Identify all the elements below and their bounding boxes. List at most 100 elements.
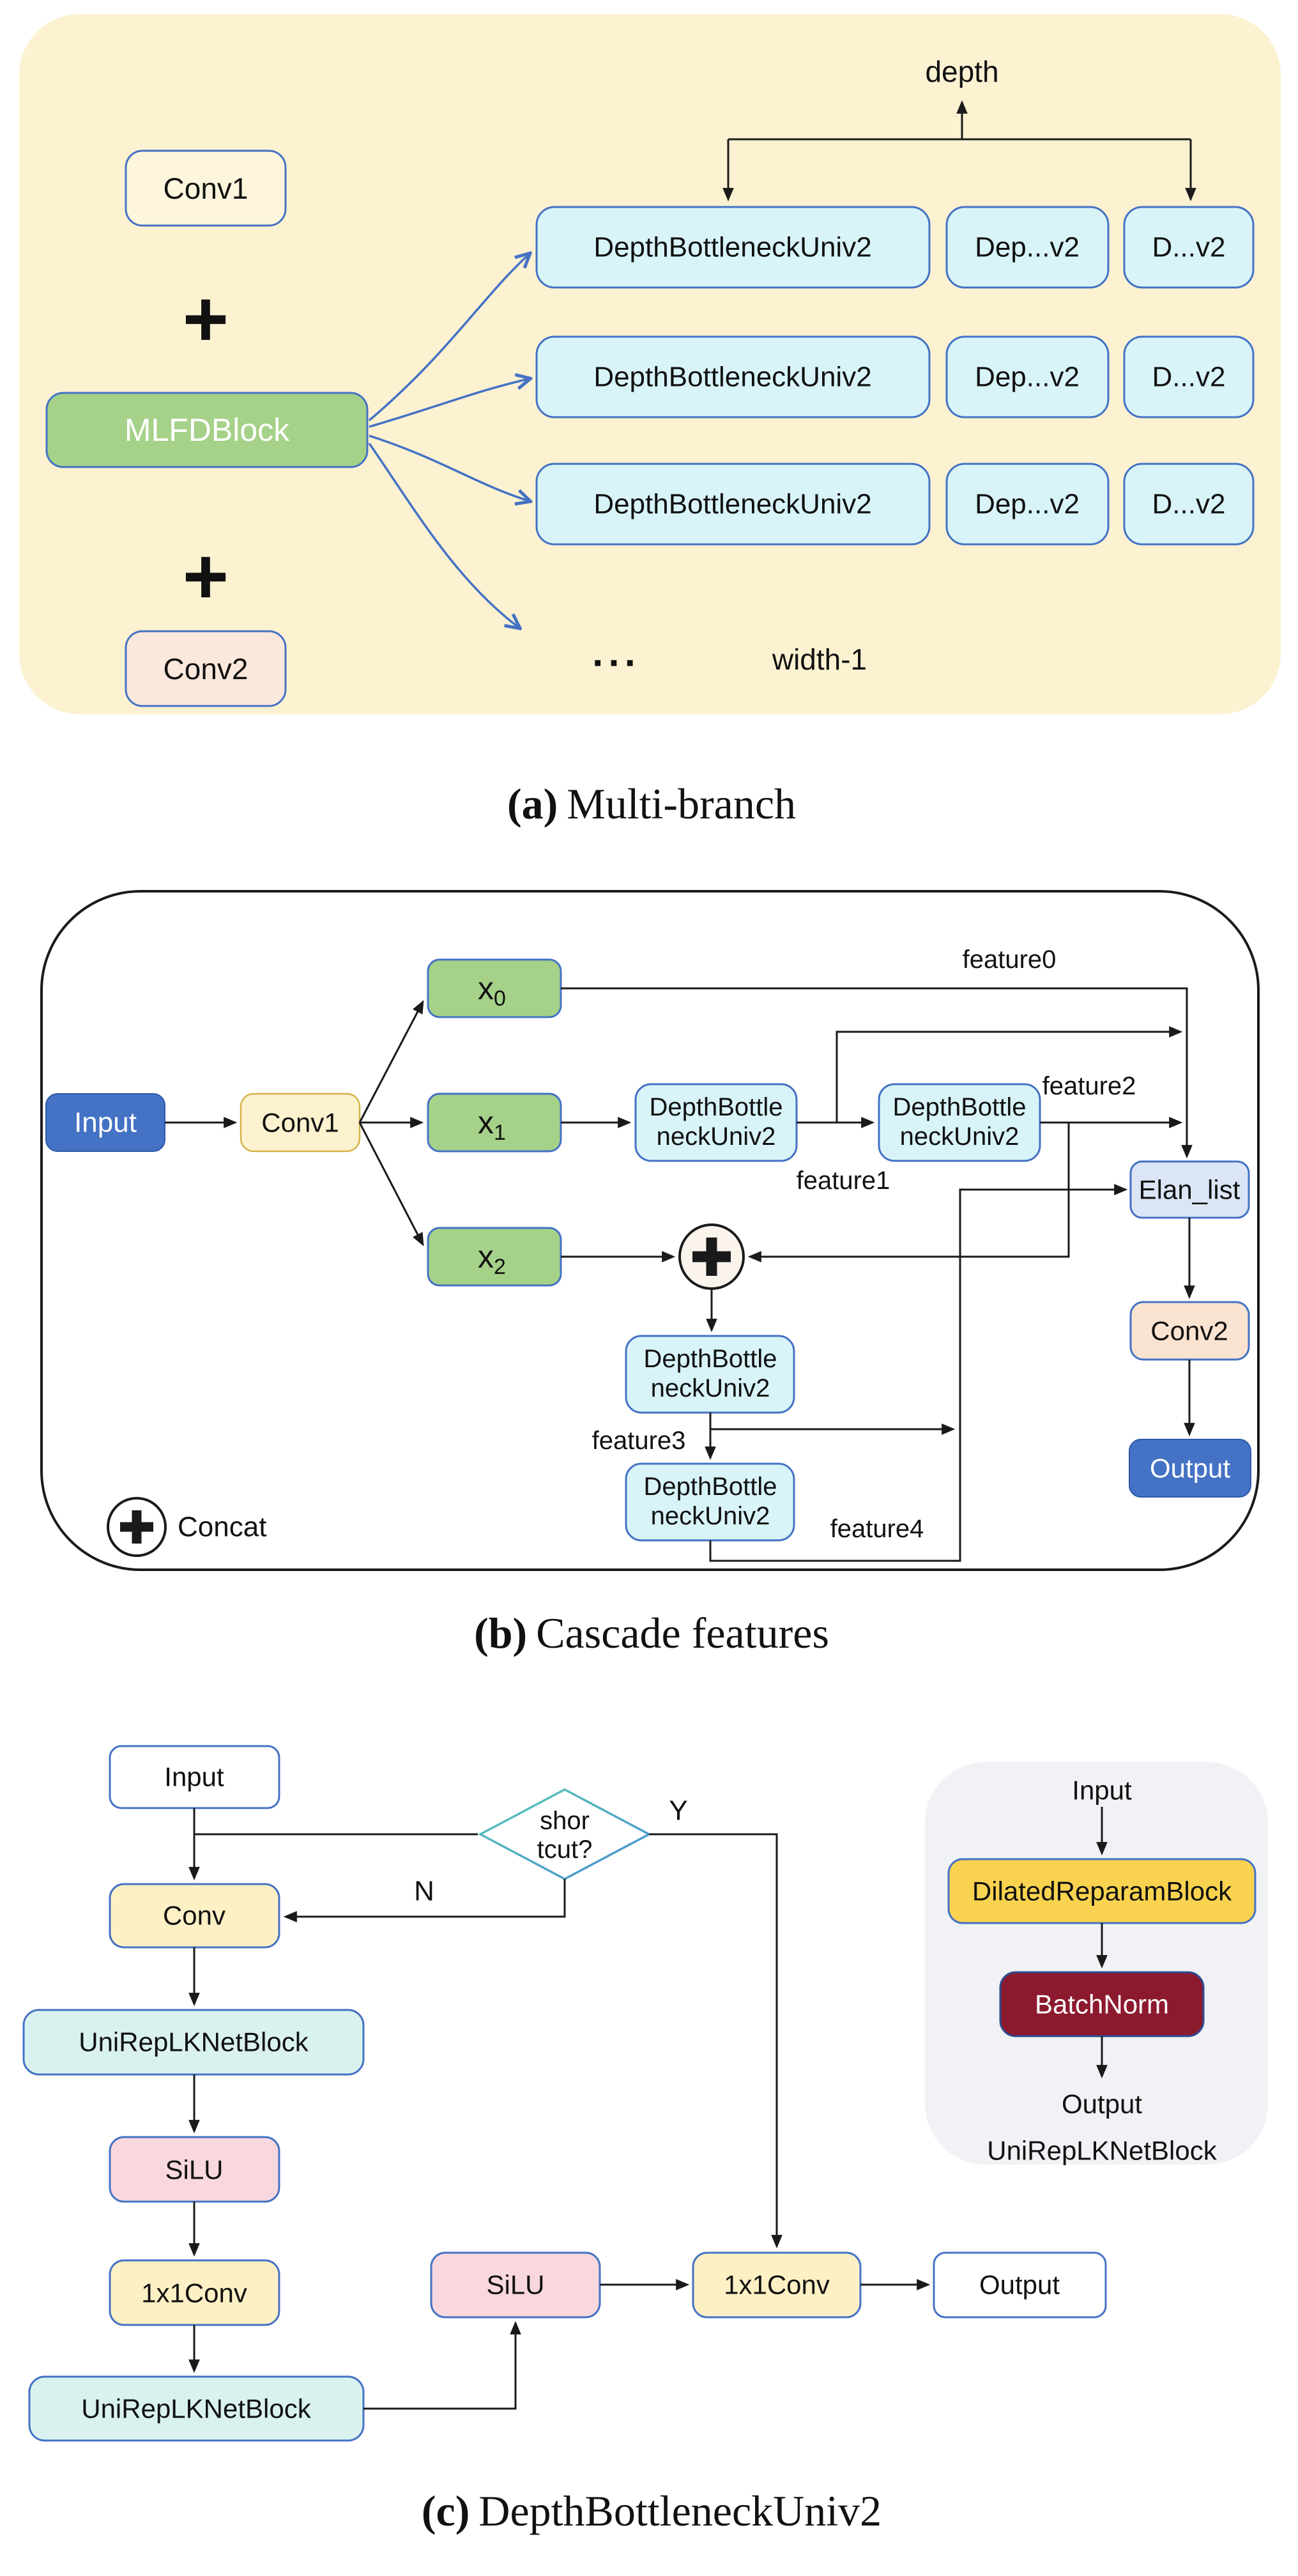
conv2-label-a: Conv2 xyxy=(164,652,248,686)
elan-list-label: Elan_list xyxy=(1139,1175,1241,1205)
x2-sub: 2 xyxy=(494,1255,506,1279)
input-label-c: Input xyxy=(164,1762,224,1792)
conv2-block-a xyxy=(125,630,287,707)
db3-line2: neckUniv2 xyxy=(651,1374,770,1402)
db4-line1: DepthBottle xyxy=(643,1473,777,1501)
row3-mid-label: Dep...v2 xyxy=(975,489,1080,520)
caption-c-label: (c) xyxy=(422,2487,470,2535)
mlfd-label: MLFDBlock xyxy=(125,412,290,448)
feature0-label: feature0 xyxy=(963,946,1057,974)
x0-base: x xyxy=(478,970,494,1006)
row2-mid-label: Dep...v2 xyxy=(975,362,1080,393)
concat-legend: Concat xyxy=(107,1497,266,1557)
conv1x1-1-label: 1x1Conv xyxy=(141,2278,247,2308)
caption-b-label: (b) xyxy=(474,1609,527,1657)
arrow-conv1-x0 xyxy=(358,1000,424,1123)
row3-wide-block xyxy=(535,463,931,546)
row1-wide-label: DepthBottleneckUniv2 xyxy=(593,232,871,263)
panel-b-border xyxy=(40,890,1260,1571)
depth-row-2: DepthBottleneckUniv2 Dep...v2 D...v2 xyxy=(535,335,1255,418)
concat-plus-icon xyxy=(692,1238,731,1276)
db4-line2: neckUniv2 xyxy=(651,1502,770,1530)
x1-base: x xyxy=(478,1105,494,1140)
x0-label: x0 xyxy=(478,970,506,1011)
row1-mid-label: Dep...v2 xyxy=(975,232,1080,263)
x1-sub: 1 xyxy=(494,1121,506,1145)
depth-label: depth xyxy=(925,55,998,88)
feature2-concat-path xyxy=(747,1123,1070,1262)
db1-line1: DepthBottle xyxy=(649,1093,783,1121)
row2-small-label: D...v2 xyxy=(1152,362,1226,393)
concat-legend-circle-icon xyxy=(107,1497,167,1557)
caption-a-text: Multi-branch xyxy=(567,779,796,828)
fan-curve-row2 xyxy=(369,379,529,428)
plus-sign-1: + xyxy=(183,275,229,364)
db1-line2: neckUniv2 xyxy=(657,1123,776,1151)
arrow-conv1-x2 xyxy=(358,1122,424,1246)
db2-line1: DepthBottle xyxy=(892,1093,1026,1121)
conv-label-c: Conv xyxy=(163,1901,225,1931)
x0-sub: 0 xyxy=(494,986,506,1011)
input-label-b: Input xyxy=(74,1107,137,1138)
unirep-inset-panel: Input DilatedReparamBlock BatchNorm Outp… xyxy=(925,1762,1268,2166)
conv1-label-a: Conv1 xyxy=(164,172,248,205)
unirep2-label: UniRepLKNetBlock xyxy=(81,2394,312,2424)
silu2-label: SiLU xyxy=(486,2270,544,2300)
panel-b-cascade-features: Input Conv1 x0 x1 x2 feature0 DepthBottl… xyxy=(40,890,1260,1571)
caption-c: (c)DepthBottleneckUniv2 xyxy=(422,2487,882,2535)
feature1-path xyxy=(836,1026,1183,1123)
conv1-label-b: Conv1 xyxy=(261,1108,339,1138)
row1-small-block xyxy=(1123,206,1255,289)
output-block-c xyxy=(933,2251,1107,2319)
feature4-path xyxy=(709,1184,1128,1562)
row1-small-label: D...v2 xyxy=(1152,232,1226,263)
caption-c-text: DepthBottleneckUniv2 xyxy=(478,2487,882,2535)
panel-c-depthbottleneckuniv2: Input shor tcut? Y N Conv UniRepLKNetBlo… xyxy=(22,1745,1268,2442)
feature0-path xyxy=(561,987,1193,1159)
inset-title-label: UniRepLKNetBlock xyxy=(987,2136,1218,2166)
caption-a: (a)Multi-branch xyxy=(507,779,796,828)
width-minus-1-label: width-1 xyxy=(772,643,867,676)
row3-small-label: D...v2 xyxy=(1152,489,1226,520)
output-label-b: Output xyxy=(1150,1453,1230,1483)
row2-wide-block xyxy=(535,335,931,418)
yes-label: Y xyxy=(669,1795,687,1827)
shortcut-line1: shor xyxy=(540,1807,590,1835)
conv1-block-a xyxy=(125,150,287,227)
depth-row-1: DepthBottleneckUniv2 Dep...v2 D...v2 xyxy=(535,206,1255,289)
row3-small-block xyxy=(1123,463,1255,546)
no-path xyxy=(283,1879,566,1922)
concat-node xyxy=(678,1223,745,1290)
row3-wide-label: DepthBottleneckUniv2 xyxy=(593,489,871,520)
batchnorm-label: BatchNorm xyxy=(1035,1989,1169,2020)
row2-wide-label: DepthBottleneckUniv2 xyxy=(593,362,871,393)
depth-row-3: DepthBottleneckUniv2 Dep...v2 D...v2 xyxy=(535,463,1255,546)
no-label: N xyxy=(414,1876,434,1907)
yes-path xyxy=(649,1833,783,2249)
row3-mid-block xyxy=(945,463,1110,546)
concat-legend-label: Concat xyxy=(178,1512,266,1543)
row1-mid-block xyxy=(945,206,1110,289)
unirep2-silu2-path xyxy=(363,2320,521,2410)
row2-mid-block xyxy=(945,335,1110,418)
drb-label: DilatedReparamBlock xyxy=(972,1876,1232,1906)
caption-b: (b)Cascade features xyxy=(474,1609,829,1657)
inset-input-label: Input xyxy=(1072,1775,1132,1805)
output-label-c: Output xyxy=(979,2270,1060,2300)
ellipsis-label: ... xyxy=(592,631,641,675)
x1-label: x1 xyxy=(478,1105,506,1145)
shortcut-line2: tcut? xyxy=(537,1836,593,1864)
x2-base: x xyxy=(478,1239,494,1275)
unirep1-label: UniRepLKNetBlock xyxy=(79,2027,309,2057)
feature4-label: feature4 xyxy=(830,1515,924,1543)
fan-curve-row1 xyxy=(368,254,529,422)
feature2-label: feature2 xyxy=(1042,1072,1136,1100)
x2-label: x2 xyxy=(478,1239,506,1279)
feature1-label: feature1 xyxy=(797,1167,890,1195)
mlfd-block xyxy=(45,392,369,468)
output-block-b xyxy=(1129,1439,1251,1498)
row2-small-block xyxy=(1123,335,1255,418)
conv2-label-b: Conv2 xyxy=(1150,1316,1228,1346)
